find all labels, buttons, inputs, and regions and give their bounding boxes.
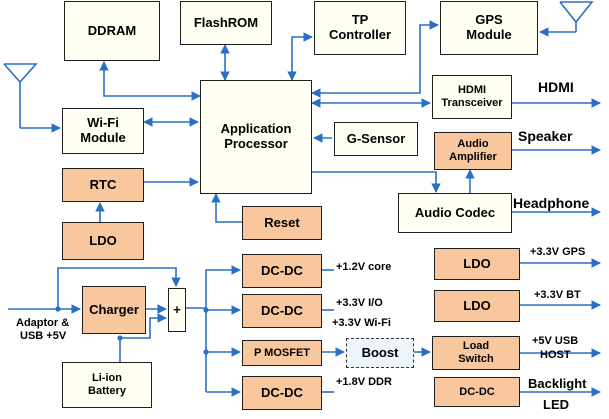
audio-codec-block: Audio Codec bbox=[398, 193, 512, 233]
charger-block: Charger bbox=[82, 286, 146, 334]
headphone-output-label: Headphone bbox=[513, 195, 590, 211]
p-mosfet-block: P MOSFET bbox=[242, 340, 322, 366]
power-or-block: + bbox=[168, 288, 186, 332]
gps-module-block: GPS Module bbox=[440, 1, 538, 55]
rail-3v3-io-label: +3.3V I/O bbox=[336, 297, 383, 309]
flashrom-block: FlashROM bbox=[180, 1, 272, 45]
ddram-block: DDRAM bbox=[64, 1, 160, 61]
usb-5v-input-label: USB +5V bbox=[20, 330, 67, 342]
g-sensor-block: G-Sensor bbox=[334, 122, 418, 156]
dc-dc-backlight-block: DC-DC bbox=[434, 377, 520, 407]
rail-3v3-bt-label: +3.3V BT bbox=[534, 289, 581, 301]
dc-dc-core-block: DC-DC bbox=[242, 254, 322, 288]
hdmi-transceiver-block: HDMI Transceiver bbox=[432, 75, 512, 119]
adaptor-input-label: Adaptor & bbox=[16, 317, 70, 329]
boost-block: Boost bbox=[346, 338, 414, 368]
rail-3v3-wifi-label: +3.3V Wi-Fi bbox=[332, 317, 391, 329]
dc-dc-ddr-block: DC-DC bbox=[242, 376, 322, 410]
antenna-icon bbox=[3, 63, 61, 133]
ldo-bt-block: LDO bbox=[434, 290, 520, 322]
dc-dc-io-block: DC-DC bbox=[242, 294, 322, 328]
led-label: LED bbox=[543, 397, 569, 412]
wifi-module-block: Wi-Fi Module bbox=[62, 108, 144, 154]
reset-block: Reset bbox=[242, 206, 322, 240]
li-ion-battery-block: Li-ion Battery bbox=[62, 362, 152, 408]
ldo-gps-block: LDO bbox=[434, 248, 520, 280]
antenna-icon bbox=[539, 1, 594, 37]
rail-1v2-core-label: +1.2V core bbox=[336, 261, 392, 273]
speaker-output-label: Speaker bbox=[518, 128, 573, 144]
junction-dots bbox=[55, 306, 209, 355]
tp-controller-block: TP Controller bbox=[314, 1, 406, 55]
rtc-block: RTC bbox=[62, 168, 144, 202]
rail-5v-usb-label: +5V USB bbox=[532, 335, 579, 347]
application-processor-block: Application Processor bbox=[200, 80, 312, 194]
load-switch-block: Load Switch bbox=[432, 336, 520, 370]
rail-3v3-gps-label: +3.3V GPS bbox=[530, 246, 586, 258]
rail-1v8-ddr-label: +1.8V DDR bbox=[336, 376, 392, 388]
ldo-rtc-block: LDO bbox=[62, 222, 144, 260]
usb-host-label: HOST bbox=[540, 349, 571, 361]
hdmi-output-label: HDMI bbox=[538, 79, 574, 95]
audio-amplifier-block: Audio Amplifier bbox=[434, 132, 512, 170]
backlight-label: Backlight bbox=[528, 376, 587, 391]
